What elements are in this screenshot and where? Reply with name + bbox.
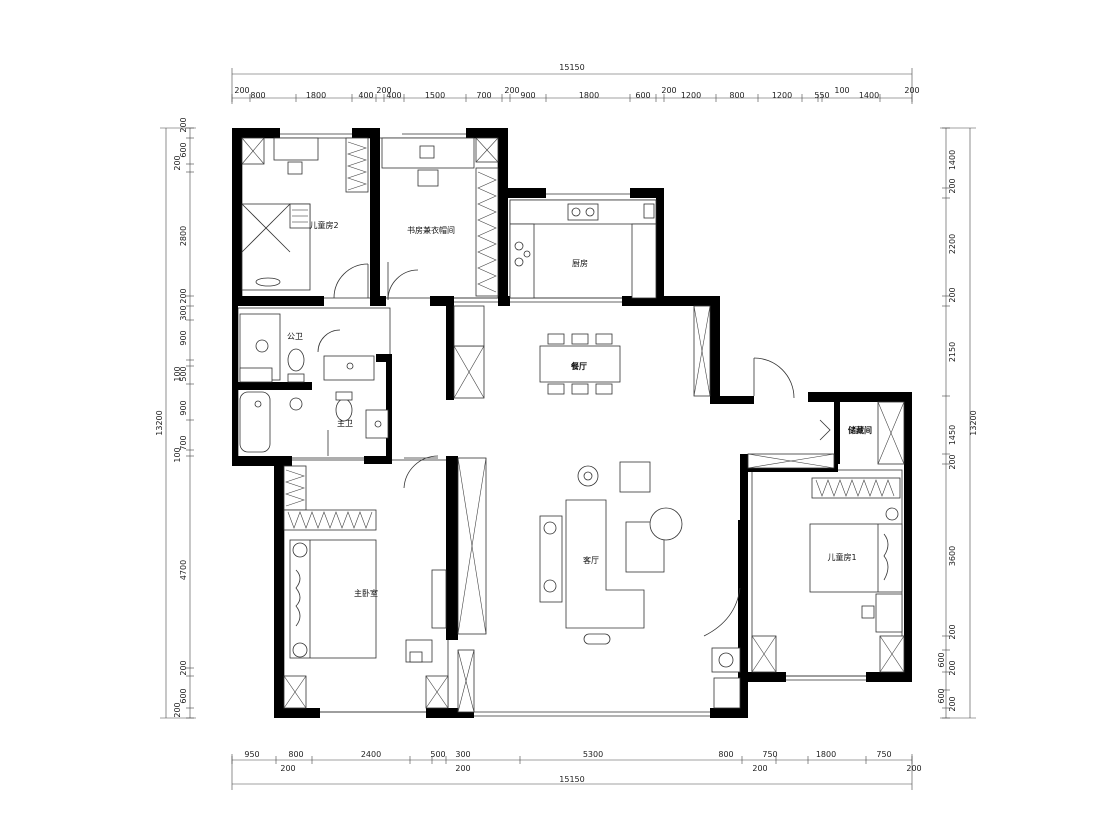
- dim-bottom-6: 800: [718, 750, 733, 759]
- dim-bottom-1: 800: [288, 750, 303, 759]
- dim-bottom-8: 1800: [816, 750, 836, 759]
- public-bath-fixtures: [239, 313, 375, 383]
- dim-left-5: 300: [179, 305, 188, 320]
- master-bath-fixtures: [239, 391, 439, 489]
- dim-right-1: 200: [948, 178, 957, 193]
- dim-left-15: 200: [173, 702, 182, 717]
- dim-top-16: 550: [814, 91, 829, 100]
- dim-top-0: 200: [234, 86, 249, 95]
- study-furniture: [381, 137, 475, 301]
- label-master-bedroom: 主卧室: [354, 588, 378, 598]
- dim-bottom2-0: 200: [280, 764, 295, 773]
- dining-set: [453, 305, 621, 395]
- dim-top-17: 100: [834, 86, 849, 95]
- dim-bottom2-1: 200: [455, 764, 470, 773]
- label-kitchen: 厨房: [572, 258, 588, 268]
- total-width-bottom: 15150: [559, 775, 584, 784]
- wardrobes: [283, 137, 901, 531]
- dim-left-10: 700: [179, 435, 188, 450]
- dim-left-13: 200: [179, 660, 188, 675]
- dim-top-10: 1800: [579, 91, 599, 100]
- living-furniture: [431, 357, 795, 645]
- dim-left-6: 900: [179, 330, 188, 345]
- dim-bottom-9: 750: [876, 750, 891, 759]
- dim-right-10: 200: [948, 660, 957, 675]
- dim-bottom-7: 750: [762, 750, 777, 759]
- dim-right-7: 3600: [948, 546, 957, 566]
- dim-top-5: 400: [386, 91, 401, 100]
- label-living: 客厅: [583, 555, 599, 565]
- walls: [232, 128, 912, 718]
- dim-bottom-4: 300: [455, 750, 470, 759]
- label-study-cloakroom: 书房兼衣帽间: [407, 225, 455, 235]
- dim-bottom2-3: 200: [906, 764, 921, 773]
- dim-top-13: 1200: [681, 91, 701, 100]
- dim-right-8: 200: [948, 624, 957, 639]
- total-height-left: 13200: [155, 410, 164, 435]
- dim-left-7: 100: [173, 366, 182, 381]
- dim-left-2: 200: [173, 155, 182, 170]
- child-room-1-furniture: [711, 419, 903, 709]
- dim-right-6: 200: [948, 454, 957, 469]
- dim-left-12: 4700: [179, 560, 188, 580]
- dim-right-3: 200: [948, 287, 957, 302]
- dim-top-11: 600: [635, 91, 650, 100]
- dim-top-19: 200: [904, 86, 919, 95]
- dim-top-2: 1800: [306, 91, 326, 100]
- label-child-room-1: 儿童房1: [827, 552, 856, 562]
- dim-right-5: 1450: [948, 425, 957, 445]
- bottom-dimensions: 950 800 2400 500 300 5300 800 750 1800 7…: [231, 750, 922, 790]
- dim-left-11: 100: [173, 447, 182, 462]
- dim-top-4: 200: [376, 86, 391, 95]
- dim-right-0: 1400: [948, 150, 957, 170]
- dim-top-6: 1500: [425, 91, 445, 100]
- dim-top-12: 200: [661, 86, 676, 95]
- dim-bottom2-2: 200: [752, 764, 767, 773]
- child-room-2-furniture: [241, 137, 369, 299]
- dim-right-2: 2200: [948, 234, 957, 254]
- top-dimensions: 15150 200 800 1800 400 200 400 1500 700 …: [231, 63, 920, 104]
- room-labels: 儿童房2 书房兼衣帽间 厨房 公卫 主卫 餐厅 客厅 储藏间 儿童房1 主卧室: [287, 220, 872, 598]
- dim-right-4: 2150: [948, 342, 957, 362]
- dim-left-9: 900: [179, 400, 188, 415]
- dim-bottom-5: 5300: [583, 750, 603, 759]
- dim-top-15: 1200: [772, 91, 792, 100]
- dim-left-4: 200: [179, 288, 188, 303]
- master-bedroom-furniture: [289, 539, 433, 663]
- dim-top-18: 1400: [859, 91, 879, 100]
- dim-left-14: 600: [179, 688, 188, 703]
- label-child-room-2: 儿童房2: [309, 220, 338, 230]
- dim-bottom-2: 2400: [361, 750, 381, 759]
- left-dimensions: 13200 200 600 200 2800 200 300 900 100 5…: [155, 117, 196, 719]
- dim-left-8: 500: [179, 366, 188, 381]
- dim-right-9: 600: [937, 652, 946, 667]
- label-storage: 储藏间: [847, 425, 872, 435]
- dim-right-11: 600: [937, 688, 946, 703]
- dim-bottom-3: 500: [430, 750, 445, 759]
- label-public-bath: 公卫: [287, 332, 303, 341]
- kitchen-fixtures: [509, 199, 657, 299]
- dim-bottom-0: 950: [244, 750, 259, 759]
- label-dining: 餐厅: [570, 361, 587, 371]
- total-height-right: 13200: [969, 410, 978, 435]
- dim-top-7: 700: [476, 91, 491, 100]
- dim-left-1: 600: [179, 142, 188, 157]
- dim-top-3: 400: [358, 91, 373, 100]
- dim-top-1: 800: [250, 91, 265, 100]
- dim-left-3: 2800: [179, 226, 188, 246]
- dim-top-9: 900: [520, 91, 535, 100]
- label-master-bath: 主卫: [337, 418, 353, 428]
- dim-top-8: 200: [504, 86, 519, 95]
- dim-left-0: 200: [179, 117, 188, 132]
- dim-right-12: 200: [948, 696, 957, 711]
- dim-top-14: 800: [729, 91, 744, 100]
- total-width-top: 15150: [559, 63, 584, 72]
- right-dimensions: 13200 1400 200 2200 200 2150 1450 200 36…: [937, 127, 978, 719]
